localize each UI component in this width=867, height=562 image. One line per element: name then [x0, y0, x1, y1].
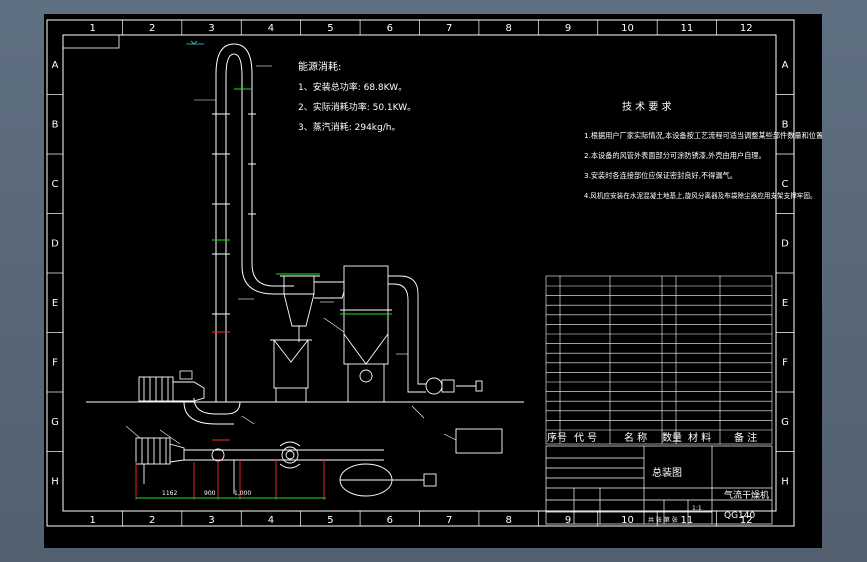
control-cabinet — [455, 428, 503, 454]
bom-header-cell: 序号 — [547, 431, 567, 444]
grid-column-label: 11 — [681, 515, 694, 526]
grid-row-label: G — [51, 417, 59, 428]
grid-row-label: G — [781, 417, 789, 428]
plan-view — [135, 437, 437, 497]
notes-item: 3、蒸汽消耗: 294kg/h。 — [298, 121, 400, 133]
bom-header: 序号 代 号 名 称 数量 材 料 备 注 — [547, 431, 757, 444]
exhaust-duct — [388, 275, 426, 393]
grid-column-label: 2 — [149, 515, 155, 526]
product-hopper-1 — [270, 339, 312, 402]
energy-notes: 能源消耗: 1、安装总功率: 68.8KW。 2、实际消耗功率: 50.1KW。… — [298, 60, 416, 133]
air-heater — [138, 376, 205, 402]
grid-column-label: 8 — [505, 23, 511, 34]
outer-frame — [46, 19, 795, 527]
grid-row-label: F — [782, 357, 788, 368]
dimension-label: 1,000 — [234, 490, 251, 497]
bag-filter — [340, 265, 392, 402]
grid-column-label: 10 — [621, 23, 634, 34]
dimension-label: 1162 — [162, 490, 177, 497]
grid-row-label: F — [52, 357, 58, 368]
grid-column-label: 12 — [740, 23, 753, 34]
bom-header-cell: 备 注 — [734, 431, 757, 444]
tech-req-title: 技 术 要 求 — [622, 100, 672, 113]
bom-header-cell: 数量 — [662, 431, 682, 444]
grid-row-label: C — [782, 179, 789, 190]
filter-unit — [179, 370, 193, 380]
drying-tube — [183, 43, 294, 425]
tech-req-item: 4.风机应安装在水泥混凝土地基上,旋风分离器及布袋除尘器应用支架支撑牢固。 — [584, 191, 817, 200]
grid-column-label: 9 — [565, 23, 571, 34]
grid-column-label: 7 — [446, 515, 452, 526]
tech-req-item: 2.本设备的风管外表面部分可涂防锈漆,外壳由用户自理。 — [584, 151, 766, 160]
scale-label: 1:1 — [692, 505, 702, 512]
green-dims — [136, 88, 392, 499]
grid-column-label: 1 — [90, 23, 96, 34]
grid-row-label: A — [52, 60, 59, 71]
technical-requirements: 技 术 要 求 1.根据用户厂家实际情况,本设备按工艺流程可适当调整某些部件数量… — [584, 100, 830, 200]
grid-column-label: 7 — [446, 23, 452, 34]
grid-column-label: 12 — [740, 515, 753, 526]
grid-column-label: 4 — [268, 515, 274, 526]
grid-column-label: 2 — [149, 23, 155, 34]
grid-column-label: 3 — [208, 515, 214, 526]
grid-row-label: E — [782, 298, 788, 309]
grid-row-label: E — [52, 298, 58, 309]
grid-row-label: D — [51, 238, 59, 249]
part-leaders — [125, 65, 457, 445]
grid-row-label: D — [781, 238, 789, 249]
cyclone-separator — [280, 275, 320, 342]
drawing-title: 总装图 — [652, 466, 682, 479]
grid-column-label: 9 — [565, 515, 571, 526]
exhaust-fan — [425, 377, 483, 395]
grid-column-label: 8 — [505, 515, 511, 526]
grid-row-label: B — [52, 119, 59, 130]
grid-column-label: 1 — [90, 515, 96, 526]
grid-row-label: C — [52, 179, 59, 190]
notes-title: 能源消耗: — [298, 60, 341, 73]
title-block — [545, 445, 773, 525]
bom-header-cell: 名 称 — [624, 431, 647, 444]
grid-column-label: 11 — [681, 23, 694, 34]
notes-item: 1、安装总功率: 68.8KW。 — [298, 81, 407, 93]
bom-header-cell: 代 号 — [574, 432, 597, 444]
grid-column-label: 10 — [621, 515, 634, 526]
grid-row-label: H — [51, 476, 59, 487]
bottom-dimension-labels: 1162 900 1,000 — [162, 490, 251, 497]
product-name: 气流干燥机 — [724, 489, 769, 501]
tech-req-item: 3.安装时各连接部位应保证密封良好,不得漏气。 — [584, 171, 737, 180]
grid-row-label: A — [782, 60, 789, 71]
grid-column-label: 5 — [327, 515, 333, 526]
bom-table — [545, 275, 773, 445]
notes-item: 2、实际消耗功率: 50.1KW。 — [298, 101, 416, 113]
model-number: QG140 — [724, 511, 756, 521]
grid-row-label: B — [782, 119, 789, 130]
grid-column-label: 4 — [268, 23, 274, 34]
grid-column-label: 3 — [208, 23, 214, 34]
bom-header-cell: 材 料 — [688, 431, 711, 444]
grid-column-label: 6 — [387, 23, 393, 34]
dimension-label: 900 — [204, 490, 216, 497]
grid-column-label: 6 — [387, 515, 393, 526]
grid-column-label: 5 — [327, 23, 333, 34]
elevation-markers — [186, 40, 204, 45]
connecting-pipe — [314, 281, 345, 299]
corner-tab — [62, 34, 120, 49]
sheet-info: 共 张 第 张 — [648, 516, 678, 524]
tech-req-item: 1.根据用户厂家实际情况,本设备按工艺流程可适当调整某些部件数量和位置。 — [584, 131, 822, 140]
red-leaders — [135, 331, 325, 500]
grid-row-label: H — [781, 476, 789, 487]
